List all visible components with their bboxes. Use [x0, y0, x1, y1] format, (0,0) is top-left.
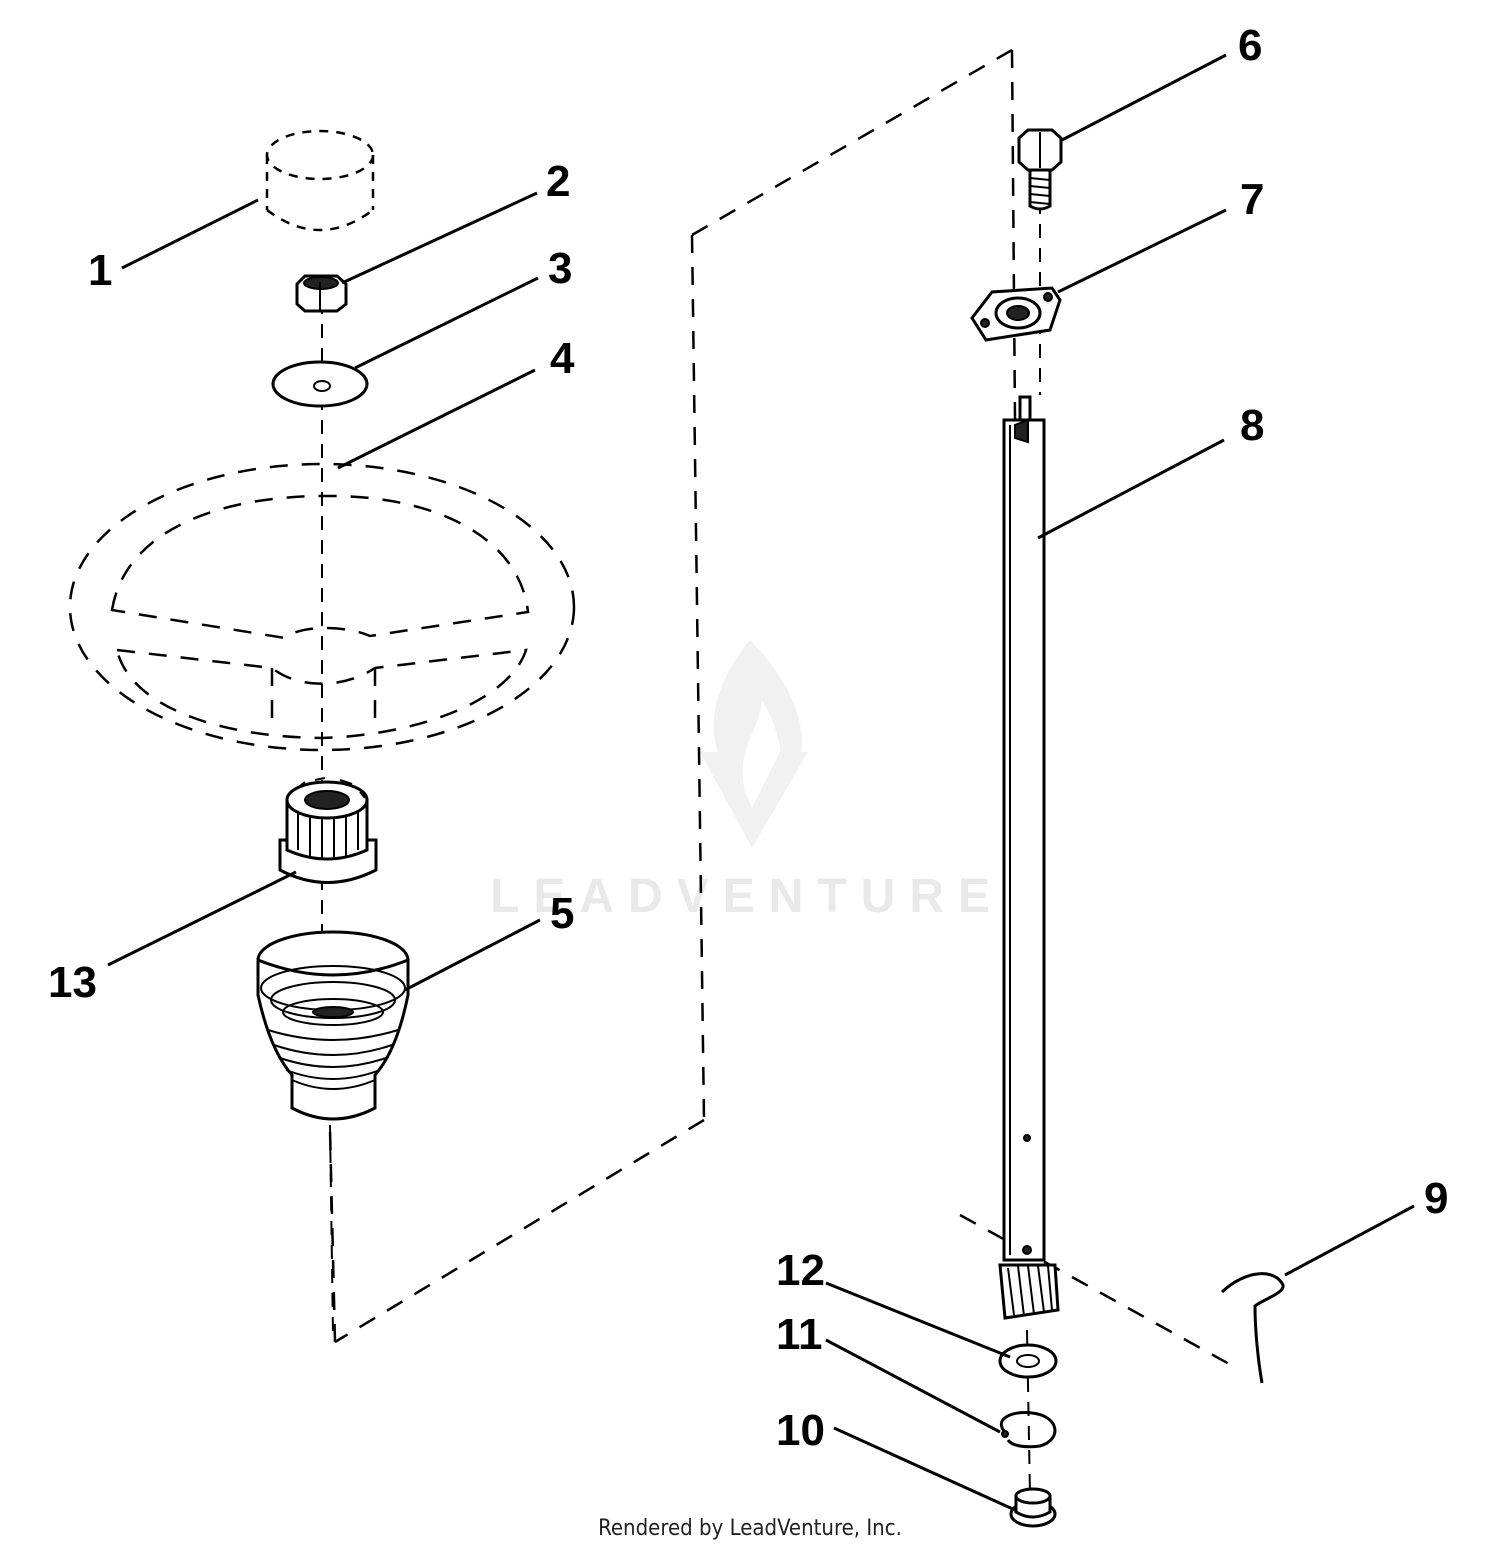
callout-3: 3	[548, 244, 572, 293]
part-11-retaining-ring	[999, 1410, 1057, 1449]
callout-1: 1	[88, 246, 112, 295]
callout-9: 9	[1424, 1174, 1448, 1223]
part-10-cap-nut	[1009, 1487, 1057, 1528]
part-4-steering-wheel	[68, 462, 576, 752]
callout-4: 4	[550, 334, 575, 383]
footer-credit: Rendered by LeadVenture, Inc.	[598, 1516, 902, 1541]
callout-6: 6	[1238, 21, 1262, 70]
callout-7: 7	[1240, 175, 1264, 224]
callout-2: 2	[546, 157, 570, 206]
callout-11: 11	[776, 1310, 823, 1359]
callout-5: 5	[550, 889, 574, 938]
left-assembly-axis-lower	[329, 1124, 334, 1336]
part-8-steering-shaft	[998, 395, 1060, 1320]
leader-lines	[107, 53, 1415, 1512]
watermark-logo-icon	[700, 640, 808, 848]
part-13-adapter	[278, 777, 378, 884]
part-5-boot	[256, 930, 410, 1121]
callout-10: 10	[776, 1406, 825, 1455]
part-7-bearing-flange	[970, 286, 1062, 342]
part-6-bolt	[1017, 128, 1063, 211]
part-3-washer	[271, 360, 369, 408]
callout-8: 8	[1240, 401, 1264, 450]
part-12-washer	[998, 1343, 1058, 1379]
callout-12: 12	[776, 1246, 825, 1295]
callout-13: 13	[48, 958, 97, 1007]
part-1-cap	[265, 129, 375, 232]
part-9-hairpin-clip	[1220, 1272, 1285, 1384]
panel-outline	[328, 48, 1241, 1372]
watermark-text: LEADVENTURE	[490, 870, 1004, 923]
part-2-nut	[295, 274, 348, 313]
